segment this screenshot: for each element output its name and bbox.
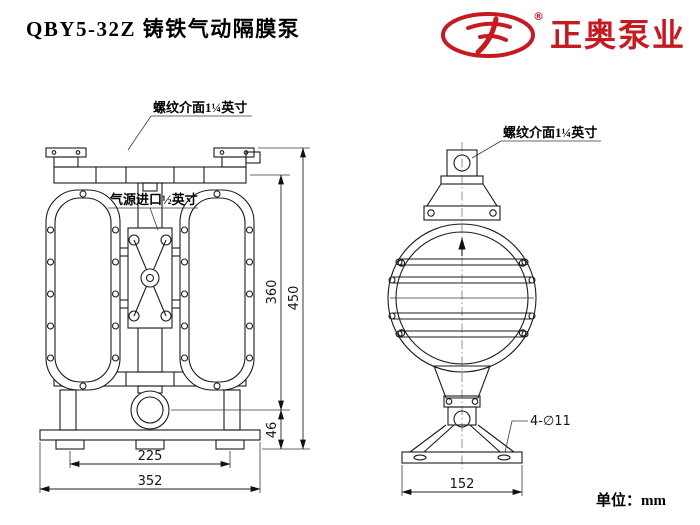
- unit-label: 单位：mm: [596, 493, 666, 509]
- base-holes-label: 4-∅11: [530, 414, 571, 429]
- dim-front-total-height: 450: [258, 147, 310, 450]
- side-view: [387, 142, 537, 470]
- dim-152-text: 152: [450, 477, 475, 492]
- registered-mark: ®: [533, 10, 544, 23]
- dim-360-text: 360: [265, 280, 280, 305]
- dim-352-text: 352: [138, 474, 163, 489]
- air-inlet-label: 气源进口½英寸: [110, 192, 198, 207]
- front-thread-label: 螺纹介面1¼英寸: [153, 100, 247, 115]
- brand-logo: ® 正奥泵业: [438, 7, 686, 59]
- brand-logo-icon: ®: [440, 10, 544, 58]
- dim-450-text: 450: [287, 286, 302, 311]
- dim-front-total-width: 352: [39, 442, 261, 493]
- dim-front-feet-width: 225: [69, 449, 231, 468]
- side-thread-label: 螺纹介面1¼英寸: [503, 125, 597, 140]
- dim-225-text: 225: [138, 449, 163, 464]
- dim-front-port-height: 360: [171, 174, 290, 411]
- front-view: [39, 147, 261, 450]
- callout-base-holes: 4-∅11: [504, 414, 571, 453]
- page-title: QBY5-32Z 铸铁气动隔膜泵: [26, 17, 301, 41]
- callout-side-thread: 螺纹介面1¼英寸: [471, 125, 601, 159]
- dim-46-text: 46: [265, 422, 280, 439]
- callout-front-air-inlet: 气源进口½英寸: [108, 192, 198, 231]
- callout-front-thread: 螺纹介面1¼英寸: [127, 100, 252, 151]
- dim-side-base-width: 152: [401, 465, 523, 496]
- dim-front-base-offset: 46: [265, 409, 284, 450]
- brand-name: 正奥泵业: [549, 17, 686, 53]
